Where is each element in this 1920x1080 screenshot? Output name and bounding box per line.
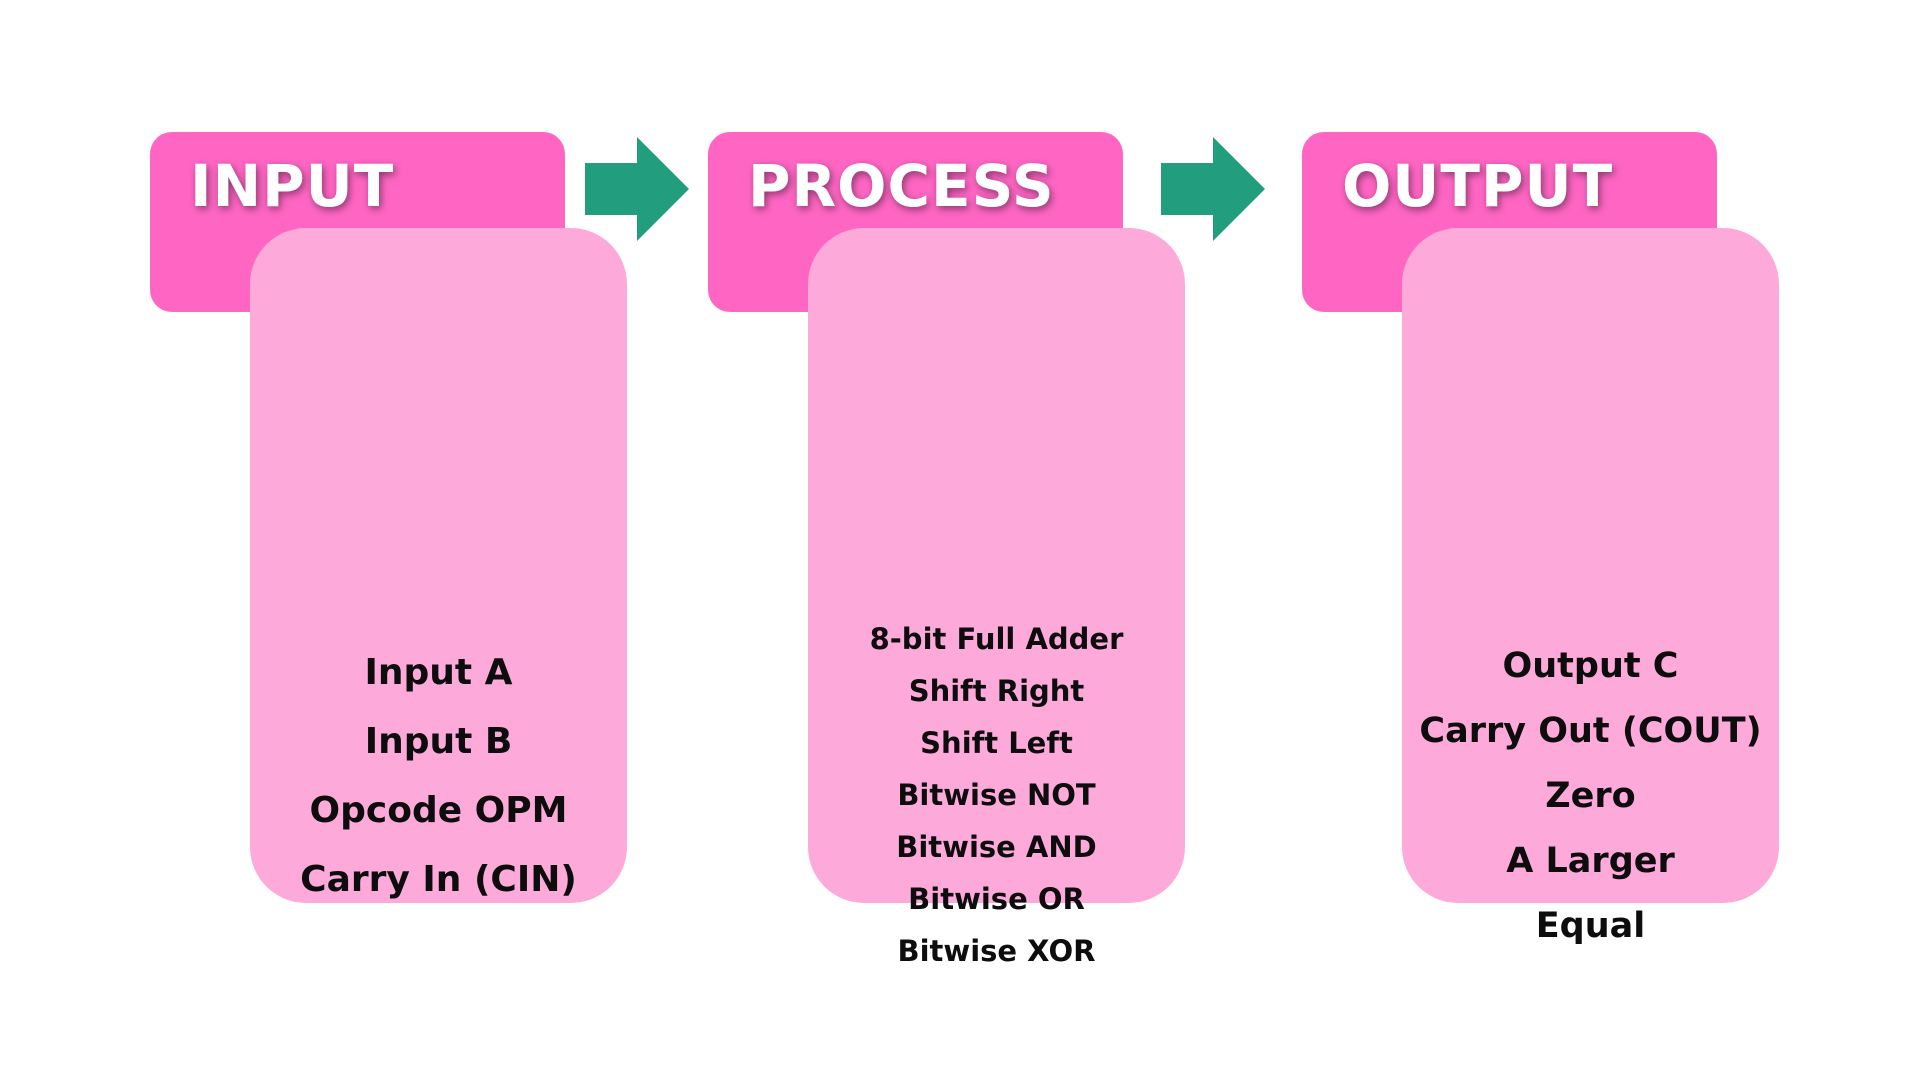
stage-input-items: Input A Input B Opcode OPM Carry In (CIN…: [250, 638, 627, 914]
stage-process-card: 8-bit Full Adder Shift Right Shift Left …: [808, 228, 1185, 968]
stage-output-item: Output C: [1502, 646, 1679, 686]
stage-input-card: Input A Input B Opcode OPM Carry In (CIN…: [250, 228, 627, 903]
stage-process-item: Shift Left: [920, 726, 1073, 760]
stage-input: INPUT Input A Input B Opcode OPM Carry I…: [150, 0, 640, 1080]
stage-output: OUTPUT Output C Carry Out (COUT) Zero A …: [1302, 0, 1792, 1080]
stage-process-item: 8-bit Full Adder: [869, 622, 1124, 656]
arrow-right-icon: [1161, 137, 1265, 241]
stage-process-item: Shift Right: [908, 674, 1085, 708]
arrow-right-shape: [1161, 137, 1265, 241]
stage-input-item: Input B: [364, 721, 513, 762]
stage-input-item: Carry In (CIN): [300, 859, 577, 900]
stage-process: PROCESS 8-bit Full Adder Shift Right Shi…: [708, 0, 1198, 1080]
stage-process-title: PROCESS: [748, 152, 1055, 220]
stage-output-item: Zero: [1545, 776, 1636, 816]
stage-output-item: Carry Out (COUT): [1419, 711, 1762, 751]
stage-output-item: Equal: [1535, 906, 1646, 946]
stage-output-item: A Larger: [1506, 841, 1675, 881]
stage-process-item: Bitwise NOT: [897, 778, 1096, 812]
stage-process-item: Bitwise OR: [908, 882, 1085, 916]
stage-input-item: Input A: [364, 652, 513, 693]
arrow-right-shape: [585, 137, 689, 241]
stage-output-title: OUTPUT: [1342, 152, 1614, 220]
stage-input-item: Opcode OPM: [309, 790, 568, 831]
stage-process-item: Bitwise AND: [896, 830, 1097, 864]
arrow-right-icon: [585, 137, 689, 241]
stage-input-title: INPUT: [190, 152, 395, 220]
stage-output-items: Output C Carry Out (COUT) Zero A Larger …: [1402, 634, 1779, 959]
stage-process-item: Bitwise XOR: [897, 934, 1096, 968]
stage-process-items: 8-bit Full Adder Shift Right Shift Left …: [808, 613, 1185, 977]
stage-output-card: Output C Carry Out (COUT) Zero A Larger …: [1402, 228, 1779, 946]
